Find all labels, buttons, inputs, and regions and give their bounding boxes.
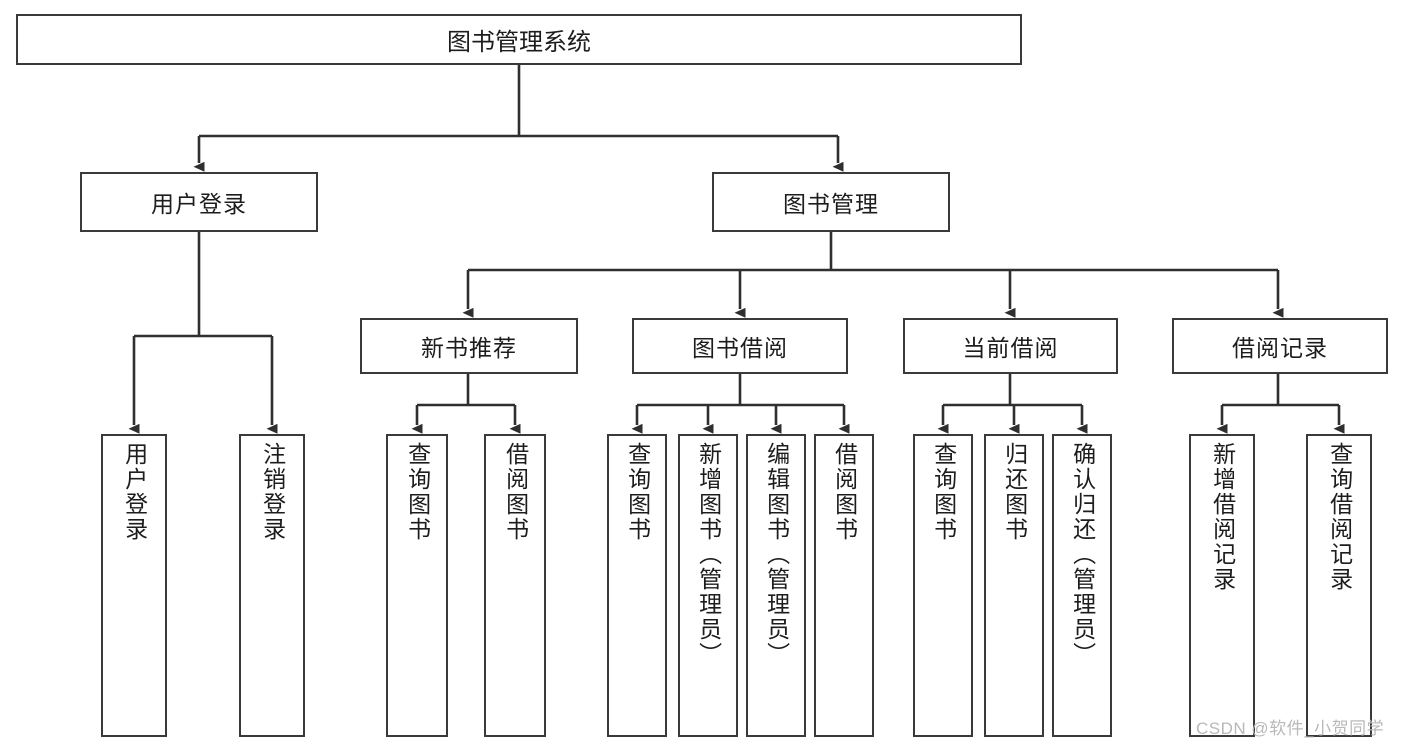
node-book-borrow-label: 图书借阅: [692, 335, 788, 361]
leaf-query-book-recommend[interactable]: 查询图书: [386, 434, 448, 737]
leaf-query-borrow-record[interactable]: 查询借阅记录: [1306, 434, 1372, 737]
node-book-borrow[interactable]: 图书借阅: [632, 318, 848, 374]
leaf-add-borrow-record-label: 新增借阅记录: [1209, 442, 1236, 592]
node-borrow-record[interactable]: 借阅记录: [1172, 318, 1388, 374]
node-root-label: 图书管理系统: [447, 29, 591, 56]
leaf-query-book-current-label: 查询图书: [930, 442, 957, 542]
node-current-borrow-label: 当前借阅: [962, 335, 1059, 361]
leaf-query-borrow-record-label: 查询借阅记录: [1326, 442, 1353, 592]
leaf-query-book-borrow-label: 查询图书: [624, 442, 651, 542]
node-new-book-recommend[interactable]: 新书推荐: [360, 318, 578, 374]
leaf-confirm-return-admin[interactable]: 确认归还（管理员）: [1052, 434, 1112, 737]
node-user-login-label: 用户登录: [151, 191, 247, 217]
leaf-return-book[interactable]: 归还图书: [984, 434, 1044, 737]
leaf-query-book-recommend-label: 查询图书: [404, 442, 431, 542]
leaf-return-book-label: 归还图书: [1001, 442, 1028, 542]
leaf-user-login[interactable]: 用户登录: [101, 434, 167, 737]
node-root[interactable]: 图书管理系统: [16, 14, 1022, 65]
leaf-borrow-book[interactable]: 借阅图书: [814, 434, 874, 737]
leaf-borrow-book-recommend[interactable]: 借阅图书: [484, 434, 546, 737]
node-new-book-recommend-label: 新书推荐: [421, 335, 517, 361]
node-borrow-record-label: 借阅记录: [1232, 335, 1328, 361]
leaf-user-login-label: 用户登录: [121, 442, 148, 542]
leaf-borrow-book-label: 借阅图书: [831, 442, 858, 542]
node-user-login[interactable]: 用户登录: [80, 172, 318, 232]
leaf-query-book-current[interactable]: 查询图书: [913, 434, 973, 737]
leaf-logout-label: 注销登录: [259, 442, 286, 542]
leaf-query-book-borrow[interactable]: 查询图书: [607, 434, 667, 737]
leaf-logout[interactable]: 注销登录: [239, 434, 305, 737]
leaf-add-book-admin-label: 新增图书（管理员）: [695, 442, 722, 667]
leaf-add-borrow-record[interactable]: 新增借阅记录: [1189, 434, 1255, 737]
leaf-edit-book-admin[interactable]: 编辑图书（管理员）: [746, 434, 806, 737]
leaf-borrow-book-recommend-label: 借阅图书: [502, 442, 529, 542]
watermark: CSDN @软件_小贺同学: [1196, 719, 1385, 738]
leaf-add-book-admin[interactable]: 新增图书（管理员）: [678, 434, 738, 737]
node-book-management[interactable]: 图书管理: [712, 172, 950, 232]
node-current-borrow[interactable]: 当前借阅: [903, 318, 1118, 374]
node-book-management-label: 图书管理: [783, 191, 879, 217]
leaf-confirm-return-admin-label: 确认归还（管理员）: [1069, 442, 1096, 667]
leaf-edit-book-admin-label: 编辑图书（管理员）: [763, 442, 790, 667]
